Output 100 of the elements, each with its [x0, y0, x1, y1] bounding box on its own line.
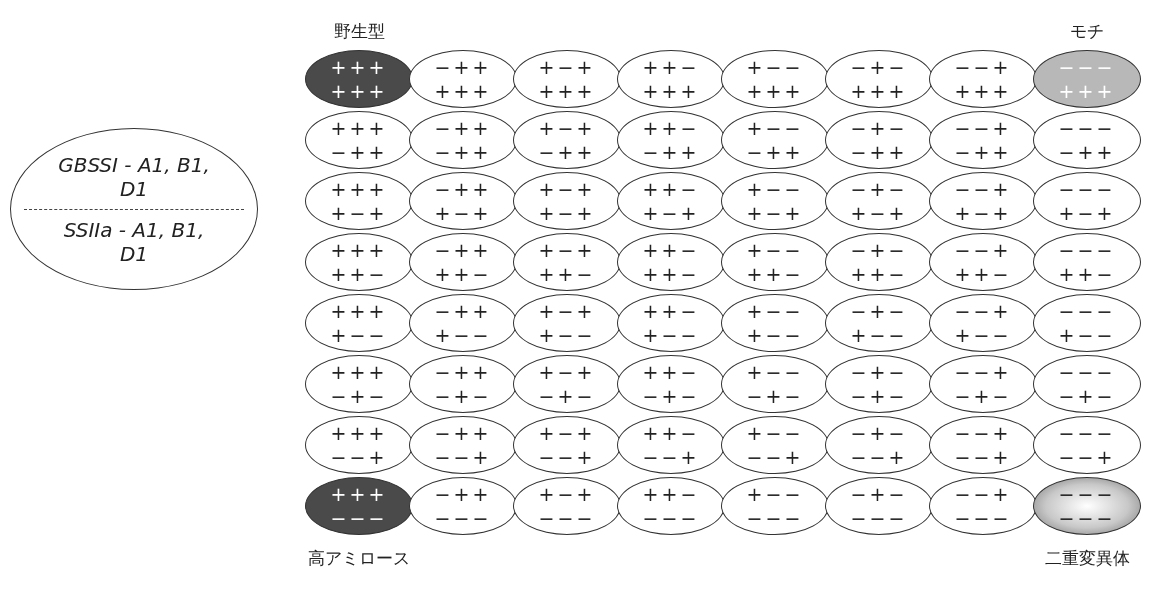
genotype-text: +−+ — [538, 299, 596, 323]
genotype-text: +++ — [330, 238, 388, 262]
genotype-text: −+− — [850, 421, 908, 445]
genotype-ellipse — [721, 355, 829, 413]
genotype-text: −+− — [330, 384, 388, 408]
genotype-ellipse — [825, 172, 933, 230]
genotype-text: −++ — [954, 140, 1012, 164]
genotype-ellipse — [409, 111, 517, 169]
genotype-text: +−+ — [538, 201, 596, 225]
genotype-text: −−− — [1058, 55, 1116, 79]
genotype-text: −++ — [746, 140, 804, 164]
genotype-text: +++ — [538, 79, 596, 103]
genotype-text: +−+ — [538, 55, 596, 79]
genotype-text: ++− — [642, 238, 700, 262]
genotype-ellipse — [513, 172, 621, 230]
genotype-text: −+− — [850, 299, 908, 323]
genotype-text: −−+ — [954, 445, 1012, 469]
genotype-text: +++ — [330, 421, 388, 445]
genotype-text: ++− — [434, 262, 492, 286]
genotype-ellipse — [409, 233, 517, 291]
genotype-text: −++ — [538, 140, 596, 164]
genotype-ellipse — [929, 477, 1037, 535]
genotype-ellipse — [409, 416, 517, 474]
genotype-ellipse — [305, 50, 413, 108]
genotype-ellipse — [1033, 111, 1141, 169]
genotype-text: +++ — [330, 177, 388, 201]
genotype-text: −−+ — [330, 445, 388, 469]
gene-label: SSIIa - A1, B1, D1 — [62, 217, 206, 266]
genotype-text: −+− — [1058, 384, 1116, 408]
genotype-text: ++− — [330, 262, 388, 286]
phenotype-label: 高アミロース — [307, 547, 411, 570]
genotype-text: +−+ — [538, 177, 596, 201]
genotype-text: −−+ — [538, 445, 596, 469]
genotype-text: −−− — [1058, 238, 1116, 262]
genotype-ellipse — [1033, 50, 1141, 108]
genotype-text: −++ — [642, 140, 700, 164]
genotype-text: −++ — [434, 116, 492, 140]
genotype-ellipse — [513, 50, 621, 108]
genotype-text: +−− — [746, 55, 804, 79]
genotype-ellipse — [1033, 416, 1141, 474]
genotype-ellipse — [513, 111, 621, 169]
genotype-ellipse — [305, 477, 413, 535]
genotype-text: −−− — [1058, 506, 1116, 530]
genotype-text: +−+ — [954, 201, 1012, 225]
genotype-text: −+− — [642, 384, 700, 408]
genotype-ellipse — [825, 294, 933, 352]
genotype-ellipse — [617, 172, 725, 230]
genotype-ellipse — [409, 477, 517, 535]
genotype-ellipse — [409, 50, 517, 108]
genotype-text: −−− — [1058, 482, 1116, 506]
genotype-text: −−+ — [954, 360, 1012, 384]
genotype-text: +++ — [330, 482, 388, 506]
genotype-ellipse — [617, 50, 725, 108]
genotype-ellipse — [1033, 355, 1141, 413]
genotype-text: −++ — [1058, 140, 1116, 164]
genotype-ellipse — [617, 111, 725, 169]
genotype-text: −+− — [850, 116, 908, 140]
genotype-text: ++− — [642, 421, 700, 445]
genotype-text: ++− — [642, 262, 700, 286]
genotype-ellipse — [721, 111, 829, 169]
genotype-text: −+− — [850, 238, 908, 262]
genotype-text: +−+ — [538, 482, 596, 506]
genotype-text: +−− — [746, 421, 804, 445]
genotype-text: −−+ — [850, 445, 908, 469]
genotype-text: ++− — [642, 299, 700, 323]
genotype-ellipse — [305, 172, 413, 230]
genotype-text: +−+ — [538, 360, 596, 384]
genotype-text: −−+ — [954, 177, 1012, 201]
genotype-text: −+− — [850, 482, 908, 506]
genotype-ellipse — [617, 294, 725, 352]
genotype-text: +++ — [330, 79, 388, 103]
genotype-ellipse — [721, 172, 829, 230]
genotype-text: −−− — [1058, 421, 1116, 445]
genotype-ellipse — [721, 50, 829, 108]
genotype-text: ++− — [538, 262, 596, 286]
genotype-ellipse — [513, 355, 621, 413]
genotype-text: −++ — [434, 238, 492, 262]
genotype-text: −++ — [434, 360, 492, 384]
genotype-text: −+− — [746, 384, 804, 408]
genotype-ellipse — [305, 355, 413, 413]
genotype-ellipse — [617, 477, 725, 535]
genotype-ellipse — [305, 294, 413, 352]
genotype-text: −+− — [850, 177, 908, 201]
genotype-ellipse — [513, 233, 621, 291]
genotype-text: −−− — [538, 506, 596, 530]
genotype-text: +++ — [954, 79, 1012, 103]
genotype-ellipse — [721, 477, 829, 535]
genotype-text: +−+ — [850, 201, 908, 225]
genotype-text: +++ — [330, 55, 388, 79]
phenotype-label: モチ — [1069, 20, 1105, 43]
genotype-text: −−+ — [954, 299, 1012, 323]
genotype-text: ++− — [850, 262, 908, 286]
genotype-ellipse — [929, 355, 1037, 413]
genotype-text: −−+ — [954, 116, 1012, 140]
genotype-text: +−− — [954, 323, 1012, 347]
genotype-ellipse — [409, 355, 517, 413]
genotype-ellipse — [409, 172, 517, 230]
genotype-text: +−+ — [538, 116, 596, 140]
gene-label: GBSSI - A1, B1, D1 — [57, 152, 211, 201]
genotype-ellipse — [825, 477, 933, 535]
